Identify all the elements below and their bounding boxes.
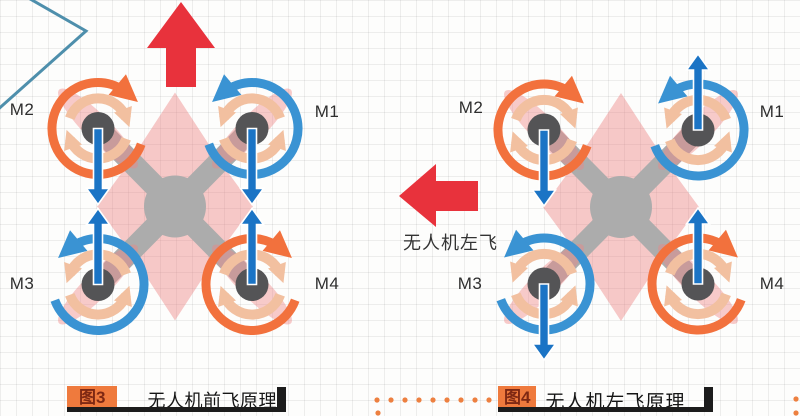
fig3-motor-label-m4: M4 — [314, 274, 340, 293]
drone-airframe — [89, 92, 261, 321]
fig4-motor-label-m1: M1 — [759, 102, 785, 121]
caption-underline — [498, 407, 713, 412]
fig3-motor-label-m3: M3 — [9, 274, 35, 293]
fig4-motor-label-m2: M2 — [458, 98, 484, 117]
figure3-caption-title: 无人机前飞原理 — [147, 391, 277, 411]
fig3-motor-label-m1: M1 — [314, 102, 340, 121]
left-flight-direction-arrow-icon — [399, 164, 478, 227]
caption-end-bar — [704, 387, 713, 412]
figure4-drone — [496, 53, 746, 361]
dotted-guide-line — [374, 396, 799, 416]
figure3-caption: 图3 无人机前飞原理 — [67, 386, 286, 412]
chevron-decoration — [0, 0, 89, 110]
forward-flight-direction-arrow-icon — [147, 2, 215, 87]
fig4-motor-label-m3: M3 — [457, 274, 483, 293]
fig3-motor-label-m2: M2 — [9, 100, 35, 119]
caption-end-bar — [277, 387, 286, 412]
figure4-tag-badge: 图4 — [498, 386, 537, 410]
caption-underline — [67, 407, 286, 412]
fig4-motor-label-m4: M4 — [759, 274, 785, 293]
figure3-drone — [50, 80, 300, 332]
drone-airframe — [535, 93, 707, 321]
figure3-tag-badge: 图3 — [67, 386, 118, 410]
left-flight-annotation: 无人机左飞 — [403, 233, 498, 253]
